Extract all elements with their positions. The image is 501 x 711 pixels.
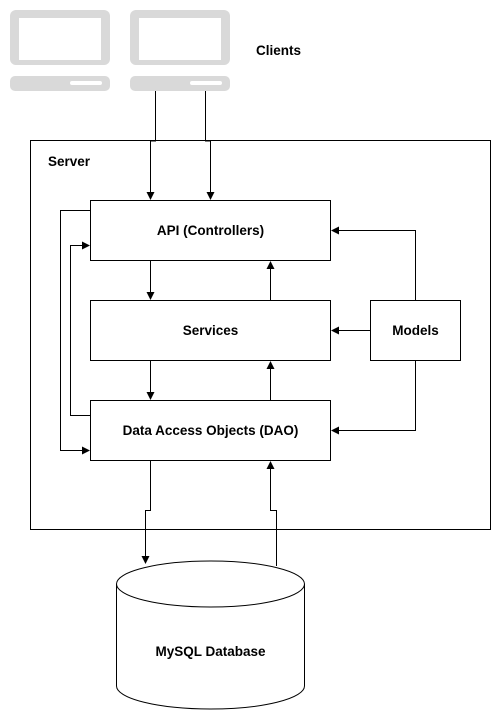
client-to-api-connector: [205, 91, 211, 193]
dao-label: Data Access Objects (DAO): [123, 423, 299, 438]
models-box: Models: [370, 300, 461, 361]
arrowhead: [266, 261, 275, 269]
arrowhead: [331, 326, 339, 335]
services-box: Services: [90, 300, 331, 361]
mysql-database-cylinder: MySQL Database: [116, 560, 305, 710]
arrowhead: [82, 241, 90, 250]
api-to-dao-connector: [60, 210, 90, 451]
api-controllers-box: API (Controllers): [90, 200, 331, 261]
models-to-api-connector: [338, 230, 416, 300]
mysql-database-label: MySQL Database: [155, 644, 266, 659]
client-computer-icon: [130, 10, 230, 91]
client-to-api-connector: [150, 91, 156, 193]
dao-to-database-connector: [145, 461, 151, 557]
arrowhead: [146, 392, 155, 400]
dao-to-api-connector: [70, 245, 90, 416]
services-label: Services: [183, 323, 239, 338]
dao-box: Data Access Objects (DAO): [90, 400, 331, 461]
arrowhead: [266, 361, 275, 369]
arrowhead: [141, 556, 150, 564]
arrowhead: [82, 446, 90, 455]
database-to-dao-connector: [270, 468, 277, 566]
arrowhead: [206, 192, 215, 200]
arrowhead: [331, 226, 339, 235]
arrowhead: [146, 292, 155, 300]
arrowhead: [146, 192, 155, 200]
models-label: Models: [392, 323, 439, 338]
server-label: Server: [48, 154, 91, 169]
arrowhead: [331, 426, 339, 435]
client-computer-icon: [10, 10, 110, 91]
api-controllers-label: API (Controllers): [157, 223, 264, 238]
models-to-dao-connector: [338, 361, 416, 431]
arrowhead: [266, 461, 275, 469]
clients-label: Clients: [256, 43, 301, 58]
